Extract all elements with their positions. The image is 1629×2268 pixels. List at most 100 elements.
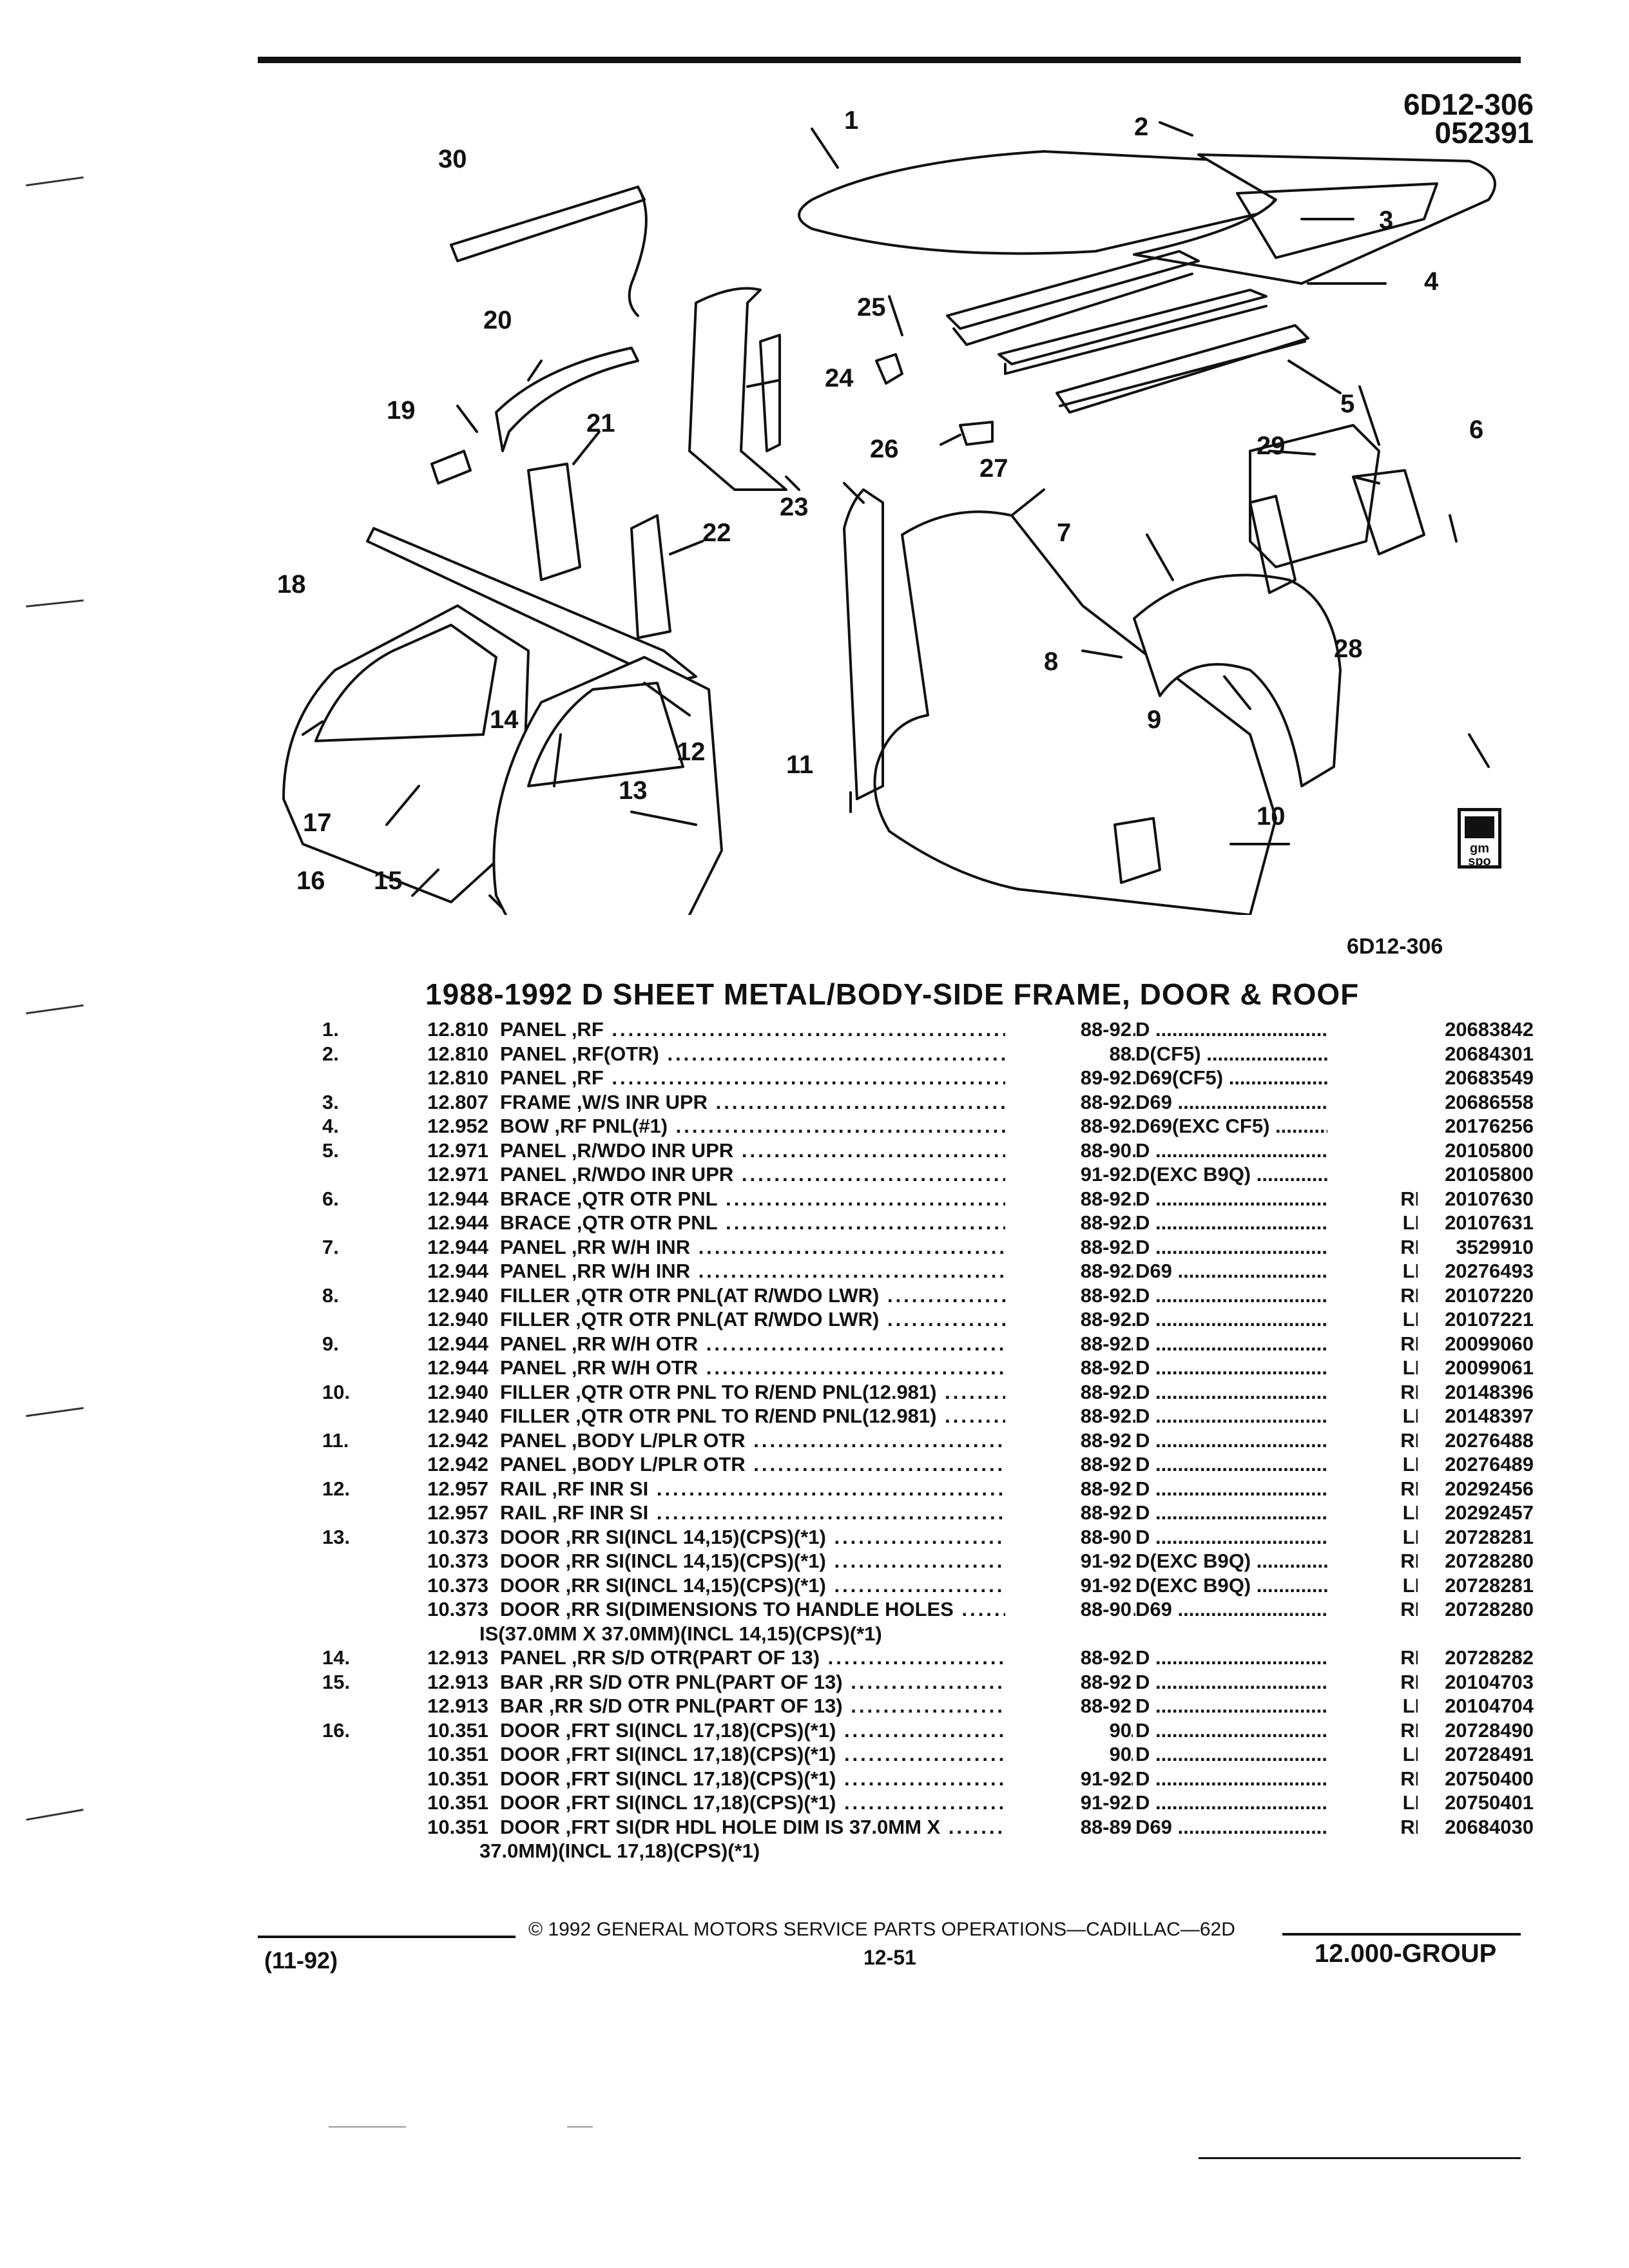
part-number: 20099060 [1418, 1332, 1534, 1356]
part-index: 7. [322, 1235, 339, 1258]
body-style-text: D [1135, 1235, 1150, 1258]
part-number: 20728280 [1418, 1550, 1534, 1573]
model-years: 88-92 [1005, 1115, 1132, 1138]
part-description-text: PANEL ,BODY L/PLR OTR [500, 1428, 746, 1452]
part-index: 14. [322, 1646, 351, 1669]
table-row: 10.351 DOOR ,FRT SI(DR HDL HOLE DIM IS 37… [322, 1815, 1534, 1840]
group-number: 10.351 [427, 1718, 488, 1742]
part-number: 20686558 [1418, 1090, 1534, 1114]
part-index: 12. [322, 1477, 351, 1500]
model-years: 90 [1005, 1718, 1132, 1742]
body-style-text: D [1135, 1405, 1150, 1427]
part-index: 13. [322, 1525, 351, 1548]
callout-11: 11 [786, 751, 813, 779]
group-number: 10.351 [427, 1815, 488, 1838]
model-years: 88-92 [1005, 1283, 1132, 1307]
part-description-text: PANEL ,R/WDO INR UPR [500, 1139, 734, 1162]
trim-20 [495, 347, 639, 452]
part-index: 10. [322, 1380, 351, 1403]
part-number: 3529910 [1418, 1235, 1534, 1259]
callout-23: 23 [780, 493, 809, 521]
part-index: 11. [322, 1428, 349, 1452]
group-number: 12.913 [427, 1670, 488, 1693]
quantity-or-side: LH [1327, 1501, 1429, 1524]
part-description-text: BAR ,RR S/D OTR PNL(PART OF 13) [500, 1670, 843, 1693]
quantity-or-side: RH [1327, 1380, 1429, 1404]
body-style-text: D [1135, 1018, 1150, 1041]
diagram-date-code: 052391 [1434, 116, 1534, 149]
callout-9: 9 [1147, 706, 1161, 734]
model-years: 91-92 [1005, 1550, 1132, 1573]
part-index: 5. [322, 1139, 339, 1162]
part-number: 20684301 [1418, 1042, 1534, 1066]
quantity-or-side: RH [1327, 1477, 1429, 1501]
model-years: 91-92 [1005, 1573, 1132, 1597]
part-number: 20176256 [1418, 1115, 1534, 1138]
group-number: 12.913 [427, 1646, 488, 1669]
callout-30: 30 [438, 145, 467, 173]
group-number: 10.351 [427, 1791, 488, 1814]
panel-22 [630, 514, 671, 639]
scan-mark [26, 599, 84, 608]
callout-3: 3 [1379, 206, 1393, 235]
part-description-text: PANEL ,R/WDO INR UPR [500, 1163, 734, 1186]
bracket-26 [959, 421, 994, 446]
body-style-text: D [1135, 1139, 1150, 1162]
group-number: 12.971 [427, 1163, 488, 1186]
part-description-text: DOOR ,FRT SI(DR HDL HOLE DIM IS 37.0MM X [500, 1815, 941, 1838]
part-description-continued: IS(37.0MM X 37.0MM)(INCL 14,15)(CPS)(*1) [479, 1622, 882, 1645]
part-description-text: PANEL ,RR S/D OTR(PART OF 13) [500, 1646, 820, 1669]
quantity-or-side: 1 [1327, 1066, 1429, 1090]
quantity-or-side: LH [1327, 1356, 1429, 1379]
part-description-text: BRACE ,QTR OTR PNL [500, 1211, 718, 1234]
quantity-or-side: LH [1327, 1453, 1429, 1476]
model-years: 91-92 [1005, 1163, 1132, 1186]
group-number: 12.957 [427, 1501, 488, 1524]
part-number: 20728282 [1418, 1646, 1534, 1669]
model-years: 89-92 [1005, 1066, 1132, 1090]
logo-text: gm spo [1468, 841, 1491, 869]
part-index: 9. [322, 1332, 339, 1355]
part-number: 20105800 [1418, 1163, 1534, 1186]
quantity-or-side: LH [1327, 1743, 1429, 1766]
weatherstrip-30 [628, 186, 648, 317]
model-years: 88-92 [1005, 1356, 1132, 1379]
body-style-text: D69 [1135, 1598, 1172, 1620]
part-description-text: FILLER ,QTR OTR PNL TO R/END PNL(12.981) [500, 1380, 937, 1403]
quantity-or-side: RH [1327, 1767, 1429, 1791]
part-description-text: FILLER ,QTR OTR PNL TO R/END PNL(12.981) [500, 1405, 937, 1427]
part-number: 20148396 [1418, 1380, 1534, 1404]
brace-25 [875, 353, 903, 385]
model-years: 88-92 [1005, 1501, 1132, 1524]
lock-pillar-11 [843, 488, 884, 800]
copyright: © 1992 GENERAL MOTORS SERVICE PARTS OPER… [528, 1919, 1235, 1940]
body-style-text: D [1135, 1211, 1150, 1234]
figure-code: 6D12-306 [1347, 934, 1443, 959]
body-style-text: D(EXC B9Q) [1135, 1550, 1251, 1572]
quantity-or-side: RH [1327, 1815, 1429, 1839]
faint-line [567, 2126, 593, 2128]
group-number: 10.373 [427, 1525, 488, 1548]
callout-1: 1 [844, 106, 858, 135]
model-years: 88-92 [1005, 1235, 1132, 1259]
callout-12: 12 [677, 738, 706, 766]
body-style-text: D [1135, 1308, 1150, 1331]
model-years: 88-90 [1005, 1598, 1132, 1621]
model-years: 88-90 [1005, 1525, 1132, 1549]
bottom-rule [1199, 2157, 1521, 2159]
part-description-text: RAIL ,RF INR SI [500, 1477, 649, 1500]
body-style-text: D [1135, 1356, 1150, 1379]
body-style-text: D [1135, 1380, 1150, 1403]
model-years: 88 [1005, 1042, 1132, 1066]
quantity-or-side: 1 [1327, 1139, 1429, 1162]
body-style-text: D [1135, 1718, 1150, 1742]
